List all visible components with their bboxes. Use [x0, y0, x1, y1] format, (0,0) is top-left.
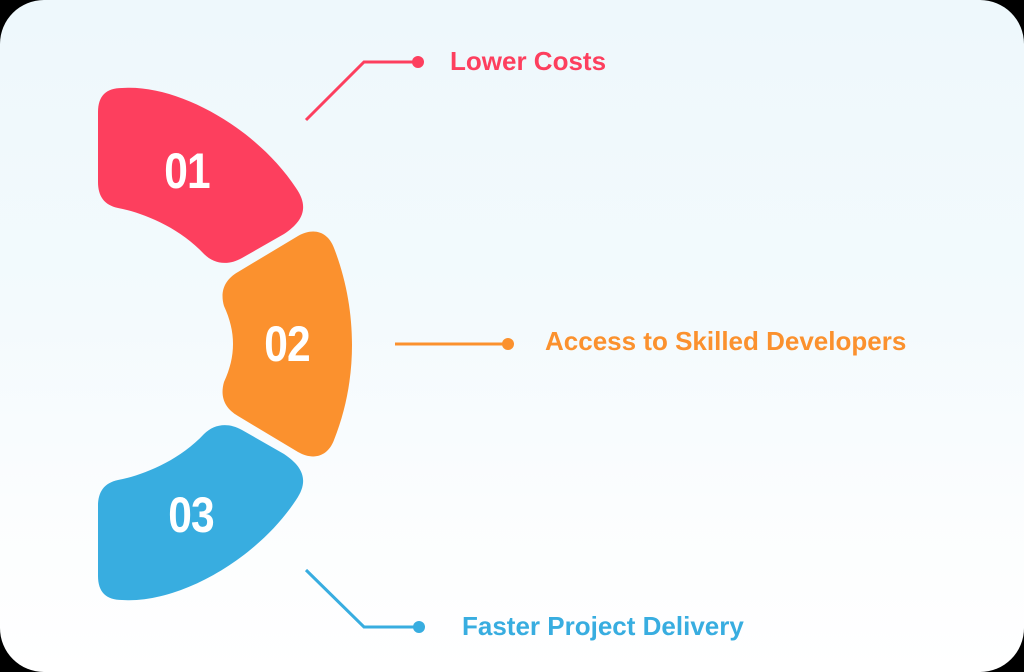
segment-01-number: 01 — [164, 143, 210, 199]
connector-03-dot — [413, 621, 425, 633]
segment-02-shape — [222, 231, 352, 457]
label-access-to-skilled-developers: Access to Skilled Developers — [545, 326, 907, 356]
connector-01 — [304, 56, 424, 122]
segment-01-shape — [98, 87, 304, 263]
segment-03-number: 03 — [168, 487, 214, 543]
segment-03-shape — [98, 425, 304, 601]
connector-03 — [304, 568, 425, 633]
connector-02-dot — [502, 338, 514, 350]
segment-02-number: 02 — [264, 316, 310, 372]
label-lower-costs: Lower Costs — [450, 46, 607, 76]
label-faster-project-delivery: Faster Project Delivery — [462, 611, 744, 641]
connector-01-dot — [412, 56, 424, 68]
connector-02 — [395, 338, 514, 350]
